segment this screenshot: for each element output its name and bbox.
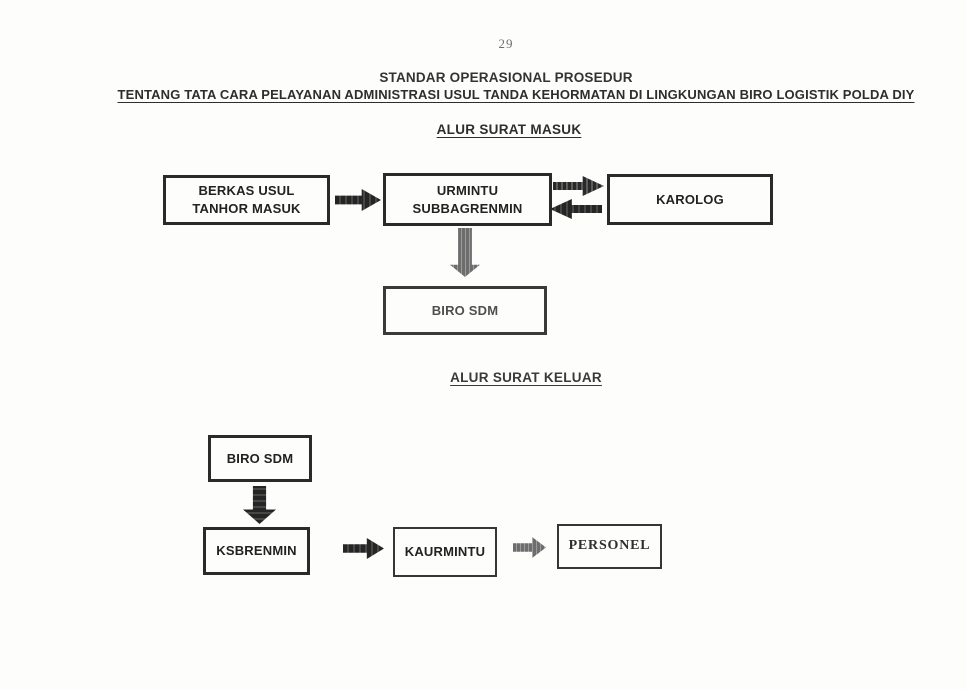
node-label: BERKAS USUL: [198, 183, 295, 199]
heading-alur-surat-masuk: ALUR SURAT MASUK: [436, 122, 582, 137]
node-label: KAROLOG: [656, 191, 724, 207]
page-number: 29: [498, 36, 514, 51]
node-biro-sdm-keluar: BIRO SDM: [208, 435, 312, 482]
right-arrow-kaurmintu-to-personel: [513, 537, 546, 558]
node-berkas-usul-tanhor-masuk: BERKAS USUL TANHOR MASUK: [163, 175, 330, 225]
node-label: KSBRENMIN: [216, 543, 297, 559]
node-label: URMINTU: [436, 182, 499, 198]
node-urmintu-subbagrenmin: URMINTU SUBBAGRENMIN: [383, 173, 552, 226]
node-label: SUBBAGRENMIN: [412, 200, 523, 216]
heading-alur-surat-keluar: ALUR SURAT KELUAR: [450, 370, 602, 385]
document-subtitle: TENTANG TATA CARA PELAYANAN ADMINISTRASI…: [117, 87, 915, 102]
node-kaurmintu: KAURMINTU: [393, 527, 497, 577]
node-biro-sdm-masuk: BIRO SDM: [383, 286, 547, 335]
node-label: BIRO SDM: [226, 450, 294, 466]
right-arrow-berkas-to-urmintu: [335, 189, 381, 211]
right-arrow-ksbrenmin-to-kaurmintu: [343, 538, 384, 559]
node-label: KAURMINTU: [404, 544, 486, 560]
right-arrow-urmintu-to-karolog: [553, 176, 604, 196]
node-label: BIRO SDM: [431, 302, 499, 318]
node-label: PERSONEL: [568, 538, 651, 554]
node-personel: PERSONEL: [557, 524, 662, 569]
node-ksbrenmin: KSBRENMIN: [203, 527, 310, 575]
document-title: STANDAR OPERASIONAL PROSEDUR: [379, 70, 633, 85]
left-arrow-karolog-to-urmintu: [550, 199, 602, 219]
down-arrow-urmintu-to-biro-sdm: [450, 228, 480, 277]
node-karolog: KAROLOG: [607, 174, 773, 225]
down-arrow-biro-sdm-to-ksbrenmin: [243, 486, 276, 524]
node-label: TANHOR MASUK: [192, 201, 301, 216]
